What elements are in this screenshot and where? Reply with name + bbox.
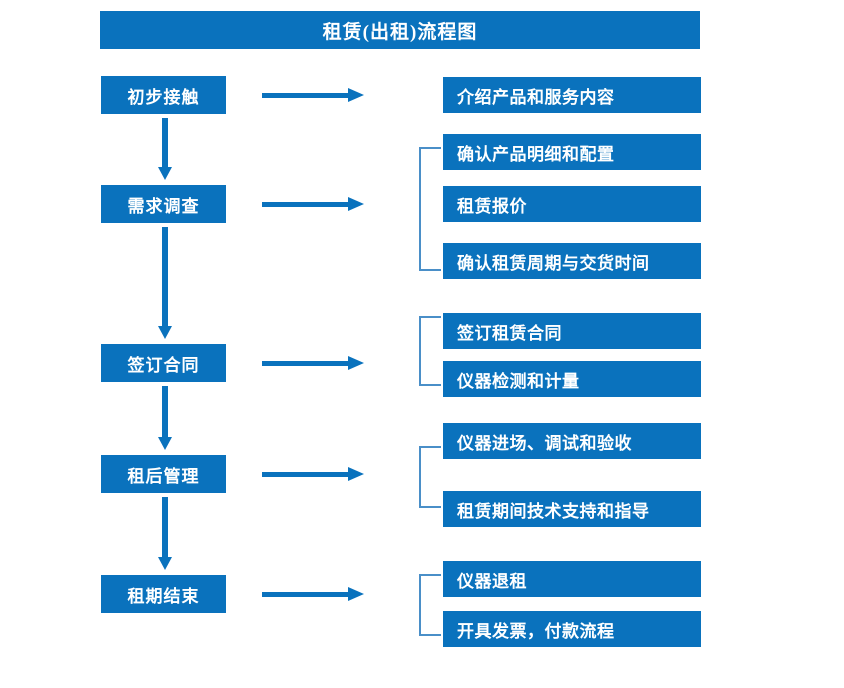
arrow-down-icon-2 <box>157 227 173 339</box>
detail-box-confirm-product-spec[interactable]: 确认产品明细和配置 <box>443 134 701 170</box>
detail-box-lease-quotation[interactable]: 租赁报价 <box>443 186 701 222</box>
arrow-right-icon-4 <box>262 466 366 482</box>
detail-box-instrument-entry-commissioning[interactable]: 仪器进场、调试和验收 <box>443 423 701 459</box>
detail-box-introduce-products[interactable]: 介绍产品和服务内容 <box>443 77 701 113</box>
arrow-down-icon-1 <box>157 118 173 180</box>
arrow-right-icon-1 <box>262 87 366 103</box>
group-bracket-icon-4 <box>419 446 441 508</box>
stage-box-post-lease-management[interactable]: 租后管理 <box>101 455 226 493</box>
group-bracket-icon-2 <box>419 147 441 271</box>
stage-box-sign-contract[interactable]: 签订合同 <box>101 344 226 382</box>
detail-box-sign-lease-contract[interactable]: 签订租赁合同 <box>443 313 701 349</box>
arrow-right-icon-5 <box>262 586 366 602</box>
detail-box-instrument-return[interactable]: 仪器退租 <box>443 561 701 597</box>
stage-box-needs-survey[interactable]: 需求调查 <box>101 185 226 223</box>
detail-box-technical-support[interactable]: 租赁期间技术支持和指导 <box>443 491 701 527</box>
diagram-title: 租赁(出租)流程图 <box>100 11 700 49</box>
group-bracket-icon-5 <box>419 574 441 636</box>
detail-box-instrument-inspection[interactable]: 仪器检测和计量 <box>443 361 701 397</box>
arrow-right-icon-3 <box>262 355 366 371</box>
arrow-right-icon-2 <box>262 196 366 212</box>
group-bracket-icon-3 <box>419 316 441 386</box>
stage-box-initial-contact[interactable]: 初步接触 <box>101 76 226 114</box>
detail-box-confirm-lease-period[interactable]: 确认租赁周期与交货时间 <box>443 243 701 279</box>
arrow-down-icon-4 <box>157 497 173 570</box>
detail-box-invoice-payment[interactable]: 开具发票，付款流程 <box>443 611 701 647</box>
stage-box-lease-end[interactable]: 租期结束 <box>101 575 226 613</box>
arrow-down-icon-3 <box>157 386 173 450</box>
